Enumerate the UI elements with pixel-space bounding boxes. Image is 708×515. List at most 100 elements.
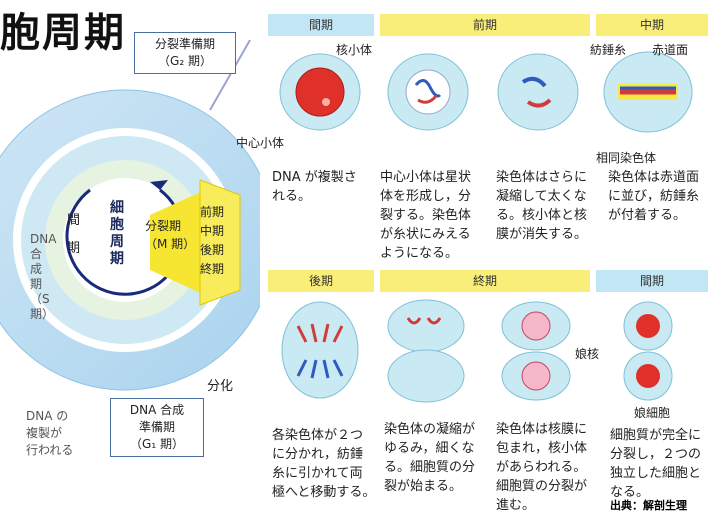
caption-telophase2-1: 染色体は核膜に (496, 422, 588, 437)
caption-anaphase-2: に分かれ，紡錘 (272, 447, 364, 462)
caption-anaphase-4: 極へと移動する。 (272, 485, 376, 500)
caption-prophase1: 中心小体は星状 体を形成し，分 裂する。染色体 が糸状にみえる ようになる。 (380, 168, 471, 263)
source-credit: 出典：解剖生理 (610, 499, 687, 512)
caption-prophase2-1: 染色体はさらに (496, 170, 588, 185)
caption-prophase1-5: ようになる。 (380, 246, 459, 261)
caption-telophase1-3: る。細胞質の分 (384, 460, 476, 475)
caption-metaphase-3: が付着する。 (608, 208, 687, 223)
interphase-nucleolus (322, 98, 330, 106)
caption-metaphase-2: に並び，紡錘糸 (608, 189, 700, 204)
caption-telophase1: 染色体の凝縮が ゆるみ，細くな る。細胞質の分 裂が始まる。 (384, 420, 475, 496)
banner-telophase: 終期 (380, 270, 590, 292)
label-equator: 赤道面 (652, 43, 689, 57)
g1-line3: （G₁ 期） (130, 437, 184, 451)
banner-metaphase: 中期 (596, 14, 708, 36)
caption-prophase1-4: が糸状にみえる (380, 227, 471, 242)
g1-label-box: DNA 合成 準備期 （G₁ 期） (110, 398, 204, 457)
telophase2-nucleus-bottom (521, 361, 551, 391)
caption-telophase2-2: 包まれ，核小体 (496, 441, 588, 456)
cycle-arrow-head (150, 180, 168, 190)
prophase2-chromosome (521, 76, 547, 88)
caption-telophase2-5: 進む。 (496, 498, 536, 513)
cycle-center-label: 細胞周期 (110, 200, 124, 267)
banner-anaphase: 後期 (268, 270, 374, 292)
anaphase-chromosomes-bottom (296, 359, 344, 379)
g2-label-box: 分裂準備期 （G₂ 期） (134, 32, 236, 74)
telophase2-nucleus-top (521, 311, 551, 341)
caption-interphase2-3: 独立した細胞と (610, 466, 702, 481)
caption-interphase2-2: 分裂し，２つの (610, 447, 702, 462)
caption-interphase2: 細胞質が完全に 分裂し，２つの 独立した細胞と なる。 (610, 426, 701, 502)
caption-interphase-2: れる。 (272, 189, 312, 204)
anaphase-cell (281, 301, 359, 399)
dna-rep-line1: DNA の (26, 409, 69, 423)
g2-line2: （G₂ 期） (158, 54, 212, 68)
daughter-nucleus-top (636, 314, 660, 338)
pointer-line (209, 40, 251, 111)
daughter-nucleus-bottom (636, 364, 660, 388)
telophase1-cell-top (387, 299, 465, 353)
label-daughter-nucleus: 娘核 (575, 347, 600, 361)
caption-anaphase-3: 糸に引かれて両 (272, 466, 363, 481)
interphase-char2: 期 (67, 241, 81, 256)
label-nucleolus: 核小体 (336, 43, 373, 57)
anaphase-chromosomes-top (296, 323, 344, 343)
g2-line1: 分裂準備期 (154, 37, 215, 51)
caption-telophase2-3: があらわれる。 (496, 460, 587, 475)
interphase-nucleus (295, 67, 345, 117)
phase-prophase: 前期 (200, 205, 225, 219)
m-phase-line2: （M 期） (145, 237, 196, 251)
caption-interphase2-1: 細胞質が完全に (610, 428, 702, 443)
prophase2-cell (497, 53, 579, 131)
m-phase-band (199, 179, 241, 306)
caption-prophase2: 染色体はさらに 凝縮して太くな る。核小体と核 膜が消失する。 (496, 168, 587, 244)
caption-anaphase: 各染色体が２つ に分かれ，紡錘 糸に引かれて両 極へと移動する。 (272, 426, 375, 502)
caption-interphase-1: DNA が複製さ (272, 170, 357, 185)
caption-metaphase: 染色体は赤道面 に並び，紡錘糸 が付着する。 (608, 168, 699, 225)
caption-telophase2: 染色体は核膜に 包まれ，核小体 があらわれる。 細胞質の分裂が 進む。 (496, 420, 587, 515)
g1-line2: 準備期 (138, 420, 175, 434)
telophase1-chromosomes (406, 317, 442, 325)
interphase-char1: 間 (67, 213, 81, 228)
prophase1-chromosome-red (417, 95, 438, 104)
prophase1-chromosome (414, 79, 442, 98)
g1-line1: DNA 合成 (129, 403, 185, 417)
m-phase-wedge (150, 190, 205, 295)
label-homologous: 相同染色体 (596, 151, 657, 165)
caption-interphase2-4: なる。 (610, 485, 650, 500)
banner-interphase2: 間期 (596, 270, 708, 292)
page-title: 胞周期 (0, 10, 126, 56)
caption-metaphase-1: 染色体は赤道面 (608, 170, 700, 185)
caption-prophase2-4: 膜が消失する。 (496, 227, 588, 242)
caption-telophase1-4: 裂が始まる。 (384, 479, 463, 494)
telophase1-cell-bottom (387, 349, 465, 403)
m-phase-line1: 分裂期 (145, 219, 182, 233)
dna-replication-note: DNA の 複製が 行われる (26, 408, 73, 459)
caption-prophase1-3: 裂する。染色体 (380, 208, 472, 223)
bottom-cell-illustrations (281, 299, 673, 403)
caption-telophase1-1: 染色体の凝縮が (384, 422, 476, 437)
banner-prophase: 前期 (380, 14, 590, 36)
caption-anaphase-1: 各染色体が２つ (272, 428, 364, 443)
top-cell-illustrations (279, 51, 693, 133)
caption-telophase1-2: ゆるみ，細くな (384, 441, 475, 456)
phase-metaphase: 中期 (200, 224, 225, 238)
caption-telophase2-4: 細胞質の分裂が (496, 479, 588, 494)
prophase1-nucleus (405, 69, 451, 115)
prophase2-chromosome-red (526, 98, 552, 108)
banner-interphase: 間期 (268, 14, 374, 36)
m-phase-list: 前期 中期 後期 終期 (200, 203, 224, 279)
cell-cycle-diagram (0, 40, 260, 391)
caption-interphase: DNA が複製さ れる。 (272, 168, 357, 206)
phase-telophase: 終期 (200, 262, 225, 276)
label-centrosome: 中心小体 (236, 136, 285, 150)
label-daughter-cell: 娘細胞 (634, 406, 671, 420)
label-spindle: 紡錘糸 (590, 43, 627, 57)
caption-prophase2-2: 凝縮して太くな (496, 189, 587, 204)
caption-prophase1-2: 体を形成し，分 (380, 189, 472, 204)
differentiation-label: 分化 (207, 379, 234, 394)
phase-anaphase: 後期 (200, 243, 225, 257)
dna-rep-line2: 複製が (26, 426, 63, 440)
s-phase-label: DNA合成期（S期） (30, 232, 57, 321)
dna-rep-line3: 行われる (26, 443, 74, 457)
